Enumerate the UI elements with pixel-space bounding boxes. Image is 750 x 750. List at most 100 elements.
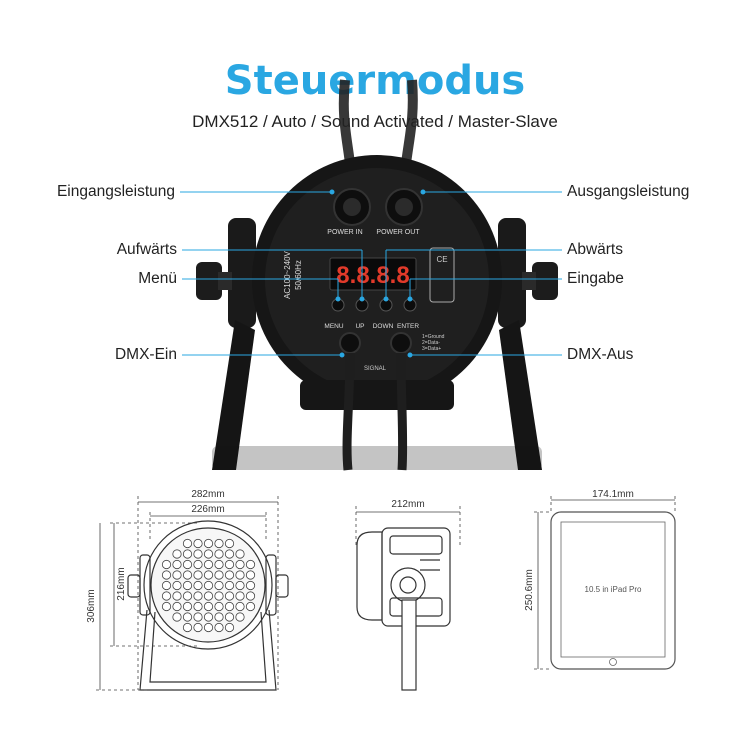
led-cell: [182, 538, 193, 549]
led-cell: [182, 612, 193, 622]
dim-depth: 212mm: [391, 499, 424, 510]
power-out-label: POWER OUT: [376, 229, 420, 236]
led-cell: [245, 559, 256, 570]
led-cell: [172, 549, 182, 559]
led-cell: [214, 601, 224, 612]
svg-text:DOWN: DOWN: [373, 323, 394, 330]
led-array: [161, 538, 256, 633]
led-cell: [193, 549, 203, 559]
led-cell: [224, 612, 235, 622]
led-cell: [193, 538, 203, 549]
led-cell: [161, 591, 172, 601]
side-dimension-lines: [355, 506, 461, 545]
led-cell: [182, 559, 193, 570]
led-cell: [214, 622, 224, 633]
led-cell: [182, 622, 193, 633]
led-cell: [193, 622, 203, 633]
led-cell: [182, 580, 193, 591]
led-cell: [203, 622, 214, 633]
led-cell: [172, 570, 182, 580]
svg-text:SIGNAL: SIGNAL: [364, 366, 387, 372]
side-view-drawing: [356, 527, 451, 691]
led-cell: [224, 549, 235, 559]
page-subtitle: DMX512 / Auto / Sound Activated / Master…: [192, 112, 558, 131]
led-cell: [203, 601, 214, 612]
dim-height-total: 306mm: [86, 589, 97, 622]
dim-width-body: 226mm: [191, 504, 224, 515]
callout-dmx-in: DMX-Ein: [114, 346, 177, 363]
frequency-label: 50/60Hz: [294, 260, 303, 290]
led-cell: [214, 612, 224, 622]
ipad-reference: [550, 511, 676, 670]
led-cell: [224, 622, 235, 633]
led-cell: [224, 601, 235, 612]
led-cell: [161, 580, 172, 591]
ipad-label: 10.5 in iPad Pro: [585, 585, 642, 594]
led-cell: [214, 549, 224, 559]
led-cell: [203, 570, 214, 580]
svg-text:MENU: MENU: [324, 323, 343, 330]
led-cell: [214, 570, 224, 580]
led-cell: [193, 580, 203, 591]
led-cell: [224, 570, 235, 580]
led-cell: [224, 559, 235, 570]
led-cell: [203, 612, 214, 622]
led-cell: [214, 538, 224, 549]
led-cell: [203, 549, 214, 559]
led-cell: [182, 591, 193, 601]
callout-down: Abwärts: [567, 241, 623, 258]
callout-up: Aufwärts: [116, 241, 177, 258]
led-cell: [235, 549, 245, 559]
led-cell: [235, 559, 245, 570]
callout-menu: Menü: [138, 270, 177, 287]
led-cell: [161, 570, 172, 580]
led-cell: [214, 580, 224, 591]
dim-height-body: 216mm: [116, 567, 127, 600]
led-cell: [245, 580, 256, 591]
led-cell: [193, 612, 203, 622]
callout-lines: [180, 189, 562, 358]
led-cell: [224, 580, 235, 591]
led-cell: [203, 538, 214, 549]
led-cell: [172, 591, 182, 601]
svg-text:3=Data+: 3=Data+: [422, 346, 441, 352]
led-cell: [193, 601, 203, 612]
dim-ipad-width: 174.1mm: [592, 489, 634, 500]
led-cell: [182, 601, 193, 612]
front-dimension-lines: [96, 496, 279, 691]
led-cell: [172, 559, 182, 570]
svg-text:1=Ground: 1=Ground: [422, 334, 445, 340]
led-cell: [224, 591, 235, 601]
led-cell: [235, 570, 245, 580]
led-cell: [235, 612, 245, 622]
led-cell: [245, 591, 256, 601]
callout-dmx-out: DMX-Aus: [567, 346, 634, 363]
ce-mark: CE: [436, 255, 447, 264]
led-cell: [172, 580, 182, 591]
led-cell: [172, 612, 182, 622]
led-cell: [172, 601, 182, 612]
callout-output-power: Ausgangsleistung: [567, 183, 690, 200]
svg-text:UP: UP: [355, 323, 364, 330]
page-title: Steuermodus: [224, 58, 526, 104]
ipad-dimension-lines: [534, 496, 676, 670]
led-cell: [245, 601, 256, 612]
led-cell: [203, 591, 214, 601]
led-cell: [182, 549, 193, 559]
callout-enter: Eingabe: [567, 270, 624, 287]
power-in-label: POWER IN: [327, 229, 362, 236]
led-cell: [214, 591, 224, 601]
led-cell: [214, 559, 224, 570]
led-cell: [235, 591, 245, 601]
led-cell: [182, 570, 193, 580]
dim-width-total: 282mm: [191, 489, 224, 500]
led-cell: [235, 601, 245, 612]
svg-text:ENTER: ENTER: [397, 323, 419, 330]
dim-ipad-height: 250.6mm: [524, 569, 535, 611]
voltage-label: AC100~240V: [283, 250, 292, 298]
led-cell: [235, 580, 245, 591]
led-cell: [203, 580, 214, 591]
led-cell: [161, 559, 172, 570]
led-display: 8.8.8.8: [336, 262, 409, 289]
